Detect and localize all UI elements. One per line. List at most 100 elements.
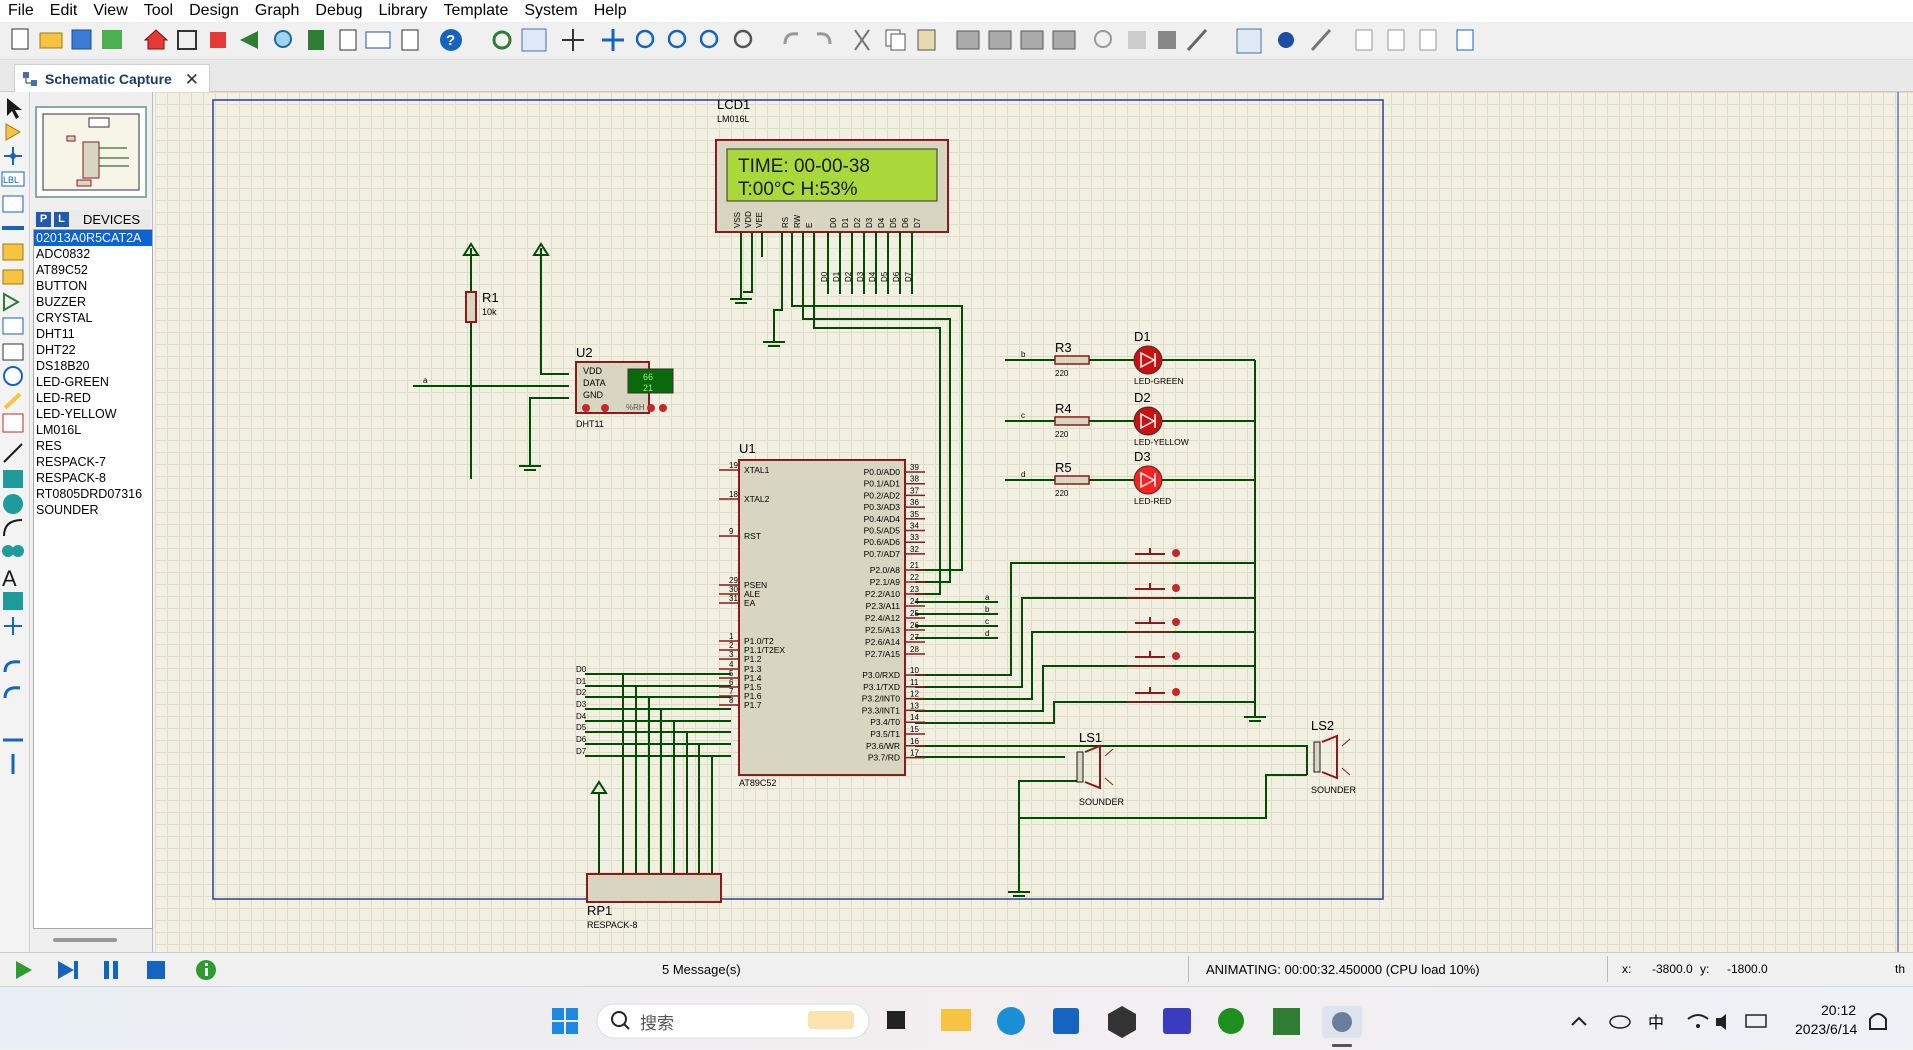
sensor-dht11[interactable]: U2 DHT11 VDD DATA GND 66 21 %RH [575,345,674,429]
circle-tool-icon[interactable] [3,494,23,514]
chip-icon[interactable] [210,32,226,48]
respack-rp1[interactable]: RP1 RESPACK-8 [586,873,722,930]
task-view-icon[interactable] [887,1011,905,1029]
search-parts-icon[interactable] [1278,32,1294,48]
block-move-icon[interactable] [988,30,1012,50]
wifi-icon[interactable] [1687,1014,1709,1028]
device-item[interactable]: DHT11 [36,327,75,341]
wire-autoroute-icon[interactable] [1236,28,1262,54]
device-item[interactable]: 02013A0R5CAT2A [34,230,152,246]
lcd-lm016l[interactable]: TIME: 00-00-38 T:00°C H:53% LCD1 LM016L … [715,97,949,294]
binary-icon[interactable] [365,31,391,49]
pick-device-icon[interactable] [1094,30,1112,48]
sounder-ls1[interactable]: LS1 SOUNDER [1076,730,1125,807]
chevron-up-icon[interactable] [1571,1016,1587,1026]
generator-icon[interactable] [3,366,23,386]
push-button[interactable] [1127,583,1180,599]
device-item[interactable]: RESPACK-7 [36,455,106,469]
graph-mode-icon[interactable] [2,317,24,335]
resistor-r1[interactable]: R1 10k [465,290,499,323]
clock-time[interactable]: 20:12 [1821,1002,1857,1018]
push-button[interactable] [1127,548,1180,564]
block-rotate-icon[interactable] [1020,30,1044,50]
stop-button[interactable] [147,961,165,979]
overview-window[interactable] [35,106,147,198]
device-item[interactable]: BUZZER [36,295,86,309]
tab-schematic-capture[interactable]: Schematic Capture ✕ [14,64,210,92]
push-button[interactable] [1127,617,1180,633]
sounder-ls2[interactable]: LS2 SOUNDER [1311,718,1357,795]
home-icon[interactable] [143,29,169,50]
device-item[interactable]: SOUNDER [36,503,99,517]
wire-label-icon[interactable]: LBL [1,171,25,187]
device-item[interactable]: LED-RED [36,391,91,405]
device-item[interactable]: AT89C52 [36,263,88,277]
packaging-icon[interactable] [1158,31,1176,49]
schematic-canvas[interactable]: TIME: 00-00-38 T:00°C H:53% LCD1 LM016L … [155,92,1913,952]
zoom-fit-icon[interactable] [733,29,753,49]
rotate-cw-icon[interactable] [3,660,21,673]
redo-icon[interactable] [816,32,832,45]
device-item[interactable]: LM016L [36,423,82,437]
device-list-scrollbar[interactable] [53,938,117,942]
menu-tool[interactable]: Tool [143,2,174,19]
menu-system[interactable]: System [524,2,578,19]
menu-edit[interactable]: Edit [49,2,78,19]
mathcad-icon[interactable] [1163,1008,1191,1034]
select-mode-icon[interactable] [7,98,22,119]
menu-template[interactable]: Template [443,2,509,19]
dollar-icon[interactable] [339,29,357,51]
terminal-mode-icon[interactable] [2,269,24,285]
store-icon[interactable] [1053,1008,1079,1034]
cut-icon[interactable] [854,29,870,51]
menu-library[interactable]: Library [378,2,428,19]
bom-icon[interactable] [308,30,324,50]
new-file-icon[interactable] [11,28,29,50]
keil-icon[interactable] [1273,1008,1300,1035]
volume-icon[interactable] [1716,1014,1726,1030]
menu-debug[interactable]: Debug [315,2,363,19]
open-folder-icon[interactable] [39,32,63,49]
block-delete-icon[interactable] [1052,30,1076,50]
device-item[interactable]: DS18B20 [36,359,90,373]
info-icon[interactable] [196,960,216,980]
messages-count[interactable]: 5 Message(s) [662,962,741,977]
zoom-in-icon[interactable] [635,29,655,49]
ime-indicator[interactable]: 中 [1648,1015,1665,1032]
pin-mode-icon[interactable] [3,292,21,312]
xbox-icon[interactable] [1218,1008,1244,1034]
play-button[interactable] [16,961,32,979]
zoom-area-icon[interactable] [274,30,292,48]
device-item[interactable]: RT0805DRD07316 [36,487,143,501]
device-item[interactable]: DHT22 [36,343,76,357]
arc-tool-icon[interactable] [3,519,23,537]
instrument-icon[interactable] [2,413,24,433]
sim-icon[interactable] [240,31,258,49]
probe-icon[interactable] [3,392,22,410]
proteus-icon[interactable] [1322,1006,1362,1047]
notification-bell-icon[interactable] [1869,1013,1887,1030]
edge-icon[interactable] [997,1007,1025,1035]
step-button[interactable] [58,961,78,979]
refresh-icon[interactable] [492,30,512,50]
search-placeholder[interactable]: 搜索 [640,1014,674,1033]
origin-icon[interactable] [562,29,584,51]
device-item[interactable]: CRYSTAL [36,311,93,325]
block-copy-icon[interactable] [956,30,980,50]
close-icon[interactable]: ✕ [184,70,199,89]
device-item[interactable]: LED-YELLOW [36,407,117,421]
undo-icon[interactable] [783,32,799,45]
menu-view[interactable]: View [93,2,128,19]
push-button[interactable] [1127,687,1180,703]
import-icon[interactable] [102,30,122,49]
file-explorer-icon[interactable] [941,1009,971,1031]
make-device-icon[interactable] [1128,31,1146,49]
text-tool-icon[interactable]: A [2,566,17,591]
